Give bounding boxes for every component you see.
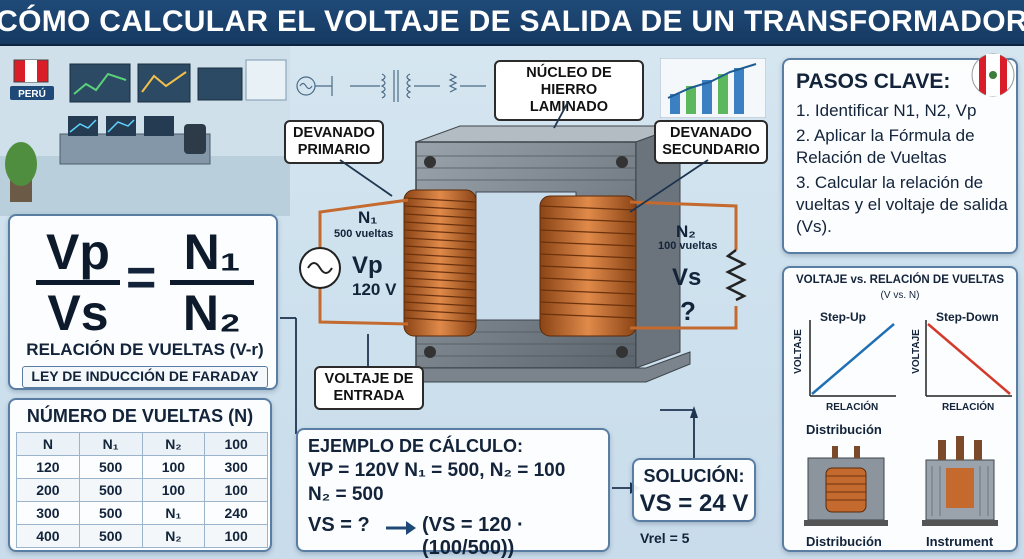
example-title: EJEMPLO DE CÁLCULO: bbox=[308, 436, 524, 456]
step-up-line bbox=[811, 323, 895, 395]
primary-n-label: N₁ bbox=[358, 208, 378, 227]
fraction-right: N₁ N₂ bbox=[170, 226, 254, 339]
distribution-top-label: Distribución bbox=[806, 422, 882, 437]
n1-symbol: N₁ bbox=[183, 224, 241, 280]
bar-chart-sketch bbox=[660, 58, 766, 118]
solution-title: SOLUCIÓN: bbox=[643, 466, 745, 486]
step-up-ylabel: VOLTAJE bbox=[792, 329, 804, 374]
table-header: N bbox=[16, 432, 80, 456]
secondary-n-label: N₂ bbox=[676, 222, 696, 241]
vp-symbol: Vp bbox=[46, 224, 110, 280]
turns-table-title: NÚMERO DE VUELTAS (N) bbox=[26, 406, 254, 426]
title-bar: CÓMO CALCULAR EL VOLTAJE DE SALIDA DE UN… bbox=[0, 0, 1024, 46]
example-formula-substitution: (VS = 120 · (100/500)) bbox=[422, 514, 524, 559]
vs-symbol: Vs bbox=[47, 285, 109, 341]
calculation-example-panel: EJEMPLO DE CÁLCULO: VP = 120V N₁ = 500, … bbox=[296, 428, 610, 559]
instrument-transformer-icon bbox=[922, 436, 998, 526]
example-n2-value: N₂ = 500 bbox=[308, 484, 384, 505]
voltage-graph-panel: VOLTAJE vs. RELACIÓN DE VUELTAS (V vs. N… bbox=[782, 266, 1018, 552]
step-down-line bbox=[927, 323, 1011, 395]
table-header: N₁ bbox=[78, 432, 143, 456]
step-item: 2. Aplicar la Fórmula de Relación de Vue… bbox=[796, 126, 975, 167]
step-up-chart bbox=[809, 320, 896, 397]
step-down-xlabel: RELACIÓN bbox=[942, 402, 995, 413]
primary-voltage-label: 120 V bbox=[352, 280, 397, 299]
distribution-bottom-label: Distribución bbox=[806, 534, 882, 549]
formula-panel: Vp Vs = N₁ N₂ RELACIÓN DE VUELTAS (V-r) … bbox=[8, 214, 278, 390]
table-header: N₂ bbox=[141, 432, 206, 456]
step-down-ylabel: VOLTAJE bbox=[910, 329, 922, 374]
fraction-left: Vp Vs bbox=[36, 226, 120, 339]
core-callout: NÚCLEO DE HIERRO LAMINADO bbox=[494, 60, 644, 121]
primary-turns-label: 500 vueltas bbox=[334, 228, 394, 240]
secondary-vs-label: Vs bbox=[672, 264, 702, 291]
equals-sign: = bbox=[126, 249, 157, 307]
solution-panel: SOLUCIÓN: VS = 24 V bbox=[632, 458, 756, 522]
step-down-label: Step-Down bbox=[936, 310, 999, 324]
step-item: 3. Calcular la relación de vueltas y el … bbox=[796, 173, 1008, 236]
table-header: 100 bbox=[204, 432, 268, 456]
example-unknown: VS = ? bbox=[308, 514, 370, 536]
turns-ratio-label: RELACIÓN DE VUELTAS (V-r) bbox=[26, 340, 264, 359]
ratio-value: Vrel = 5 bbox=[640, 530, 690, 546]
graph-subtitle: (V vs. N) bbox=[880, 290, 920, 301]
example-given-values: VP = 120V N₁ = 500, N₂ = 100 bbox=[308, 460, 566, 481]
faraday-law-label: LEY DE INDUCCIÓN DE FARADAY bbox=[22, 366, 268, 388]
step-up-label: Step-Up bbox=[820, 310, 866, 324]
peru-flag-icon bbox=[971, 53, 1015, 97]
step-item: 1. Identificar N1, N2, Vp bbox=[796, 101, 977, 120]
step-up-xlabel: RELACIÓN bbox=[826, 402, 879, 413]
circuit-schematic bbox=[296, 70, 486, 102]
arrow-right-icon bbox=[386, 521, 416, 535]
key-steps-list: 1. Identificar N1, N2, Vp 2. Aplicar la … bbox=[796, 100, 1014, 241]
secondary-turns-label: 100 vueltas bbox=[658, 240, 718, 252]
solution-value: VS = 24 V bbox=[639, 490, 749, 517]
input-voltage-callout: VOLTAJE DE ENTRADA bbox=[314, 366, 424, 410]
n2-symbol: N₂ bbox=[182, 285, 242, 341]
secondary-unknown-label: ? bbox=[680, 296, 696, 326]
key-steps-panel: PASOS CLAVE: 1. Identificar N1, N2, Vp 2… bbox=[782, 53, 1018, 254]
page-title: CÓMO CALCULAR EL VOLTAJE DE SALIDA DE UN… bbox=[0, 5, 1024, 38]
transformer-illustration bbox=[299, 125, 747, 383]
primary-winding-callout: DEVANADO PRIMARIO bbox=[284, 120, 384, 164]
primary-vp-label: Vp bbox=[352, 252, 383, 279]
instrument-label: Instrument bbox=[926, 534, 994, 549]
secondary-winding-callout: DEVANADO SECUNDARIO bbox=[654, 120, 768, 164]
graph-title: VOLTAJE vs. RELACIÓN DE VUELTAS bbox=[795, 274, 1005, 286]
step-down-chart bbox=[925, 320, 1012, 397]
key-steps-title: PASOS CLAVE: bbox=[796, 70, 951, 93]
distribution-transformer-icon bbox=[804, 446, 888, 526]
control-room-illustration: PERÚ bbox=[0, 46, 290, 216]
country-badge: PERÚ bbox=[18, 87, 46, 100]
